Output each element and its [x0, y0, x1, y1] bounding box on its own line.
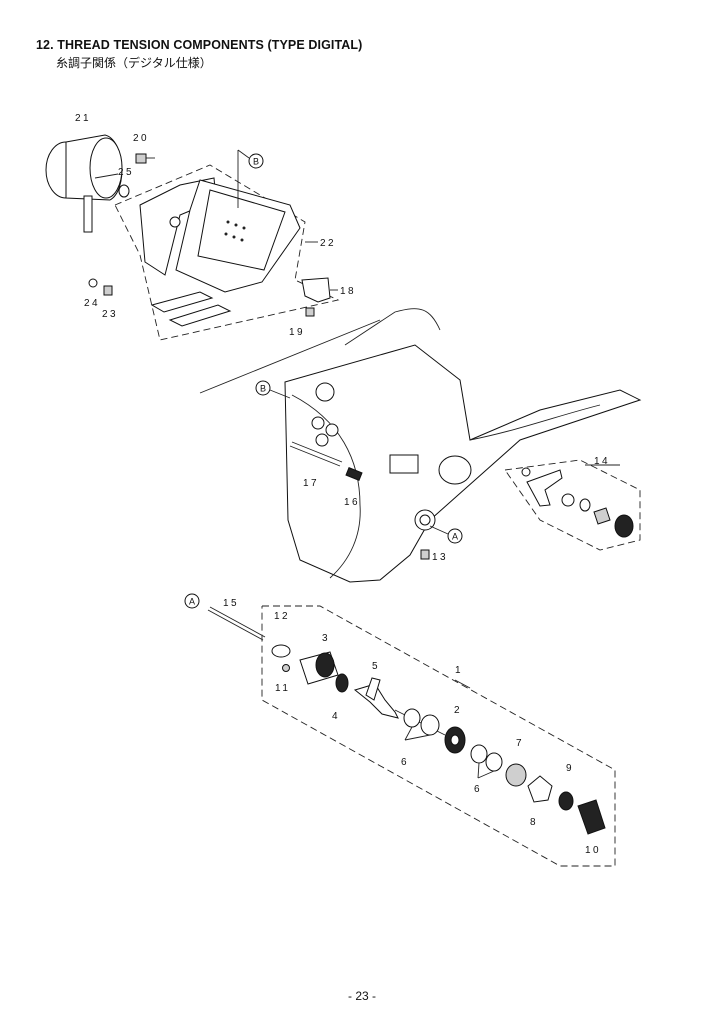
callout-label: 13 [432, 552, 448, 563]
callout-label: 17 [303, 478, 319, 489]
top-assembly [45, 134, 340, 341]
page-number: - 23 - [347, 989, 376, 1003]
callout-label: 8 [530, 817, 538, 828]
ref-label: B [253, 157, 259, 167]
callout-label: 1 [455, 665, 463, 676]
callout-label: 5 [372, 661, 380, 672]
callout-label: 10 [585, 845, 601, 856]
ref-label: B [260, 384, 266, 394]
callout-label: 11 [275, 683, 290, 694]
callout-label: 25 [118, 167, 134, 178]
callout-label: 6 [401, 757, 409, 768]
callout-label: 9 [566, 763, 574, 774]
callout-label: 7 [516, 738, 524, 749]
page-title: 12. THREAD TENSION COMPONENTS (TYPE DIGI… [36, 38, 363, 52]
callout-label: 19 [289, 327, 305, 338]
callout-label: 23 [102, 309, 118, 320]
callout-label: 20 [133, 133, 149, 144]
callout-label: 12 [274, 611, 290, 622]
callout-label: 18 [340, 286, 356, 297]
callout-label: 14 [594, 456, 610, 467]
tension-assembly [207, 605, 616, 867]
ref-label: A [452, 532, 458, 542]
page-subtitle: 糸調子関係（デジタル仕様） [56, 56, 212, 70]
callout-label: 4 [332, 711, 340, 722]
callout-label: 16 [344, 497, 360, 508]
callout-labels: 21 20 25 22 18 19 24 23 14 17 16 13 15 1… [75, 113, 610, 856]
machine-frame [199, 308, 642, 583]
callout-label: 21 [75, 113, 91, 124]
screw-part-20 [135, 153, 155, 164]
callout-label: 24 [84, 298, 100, 309]
callout-label: 15 [223, 598, 239, 609]
reference-markers: B B A A [184, 149, 463, 609]
callout-label: 6 [474, 784, 482, 795]
callout-label: 2 [454, 705, 462, 716]
motor-part-21 [45, 134, 123, 233]
callout-label: 22 [320, 238, 336, 249]
callout-label: 3 [322, 633, 330, 644]
ref-label: A [189, 597, 195, 607]
